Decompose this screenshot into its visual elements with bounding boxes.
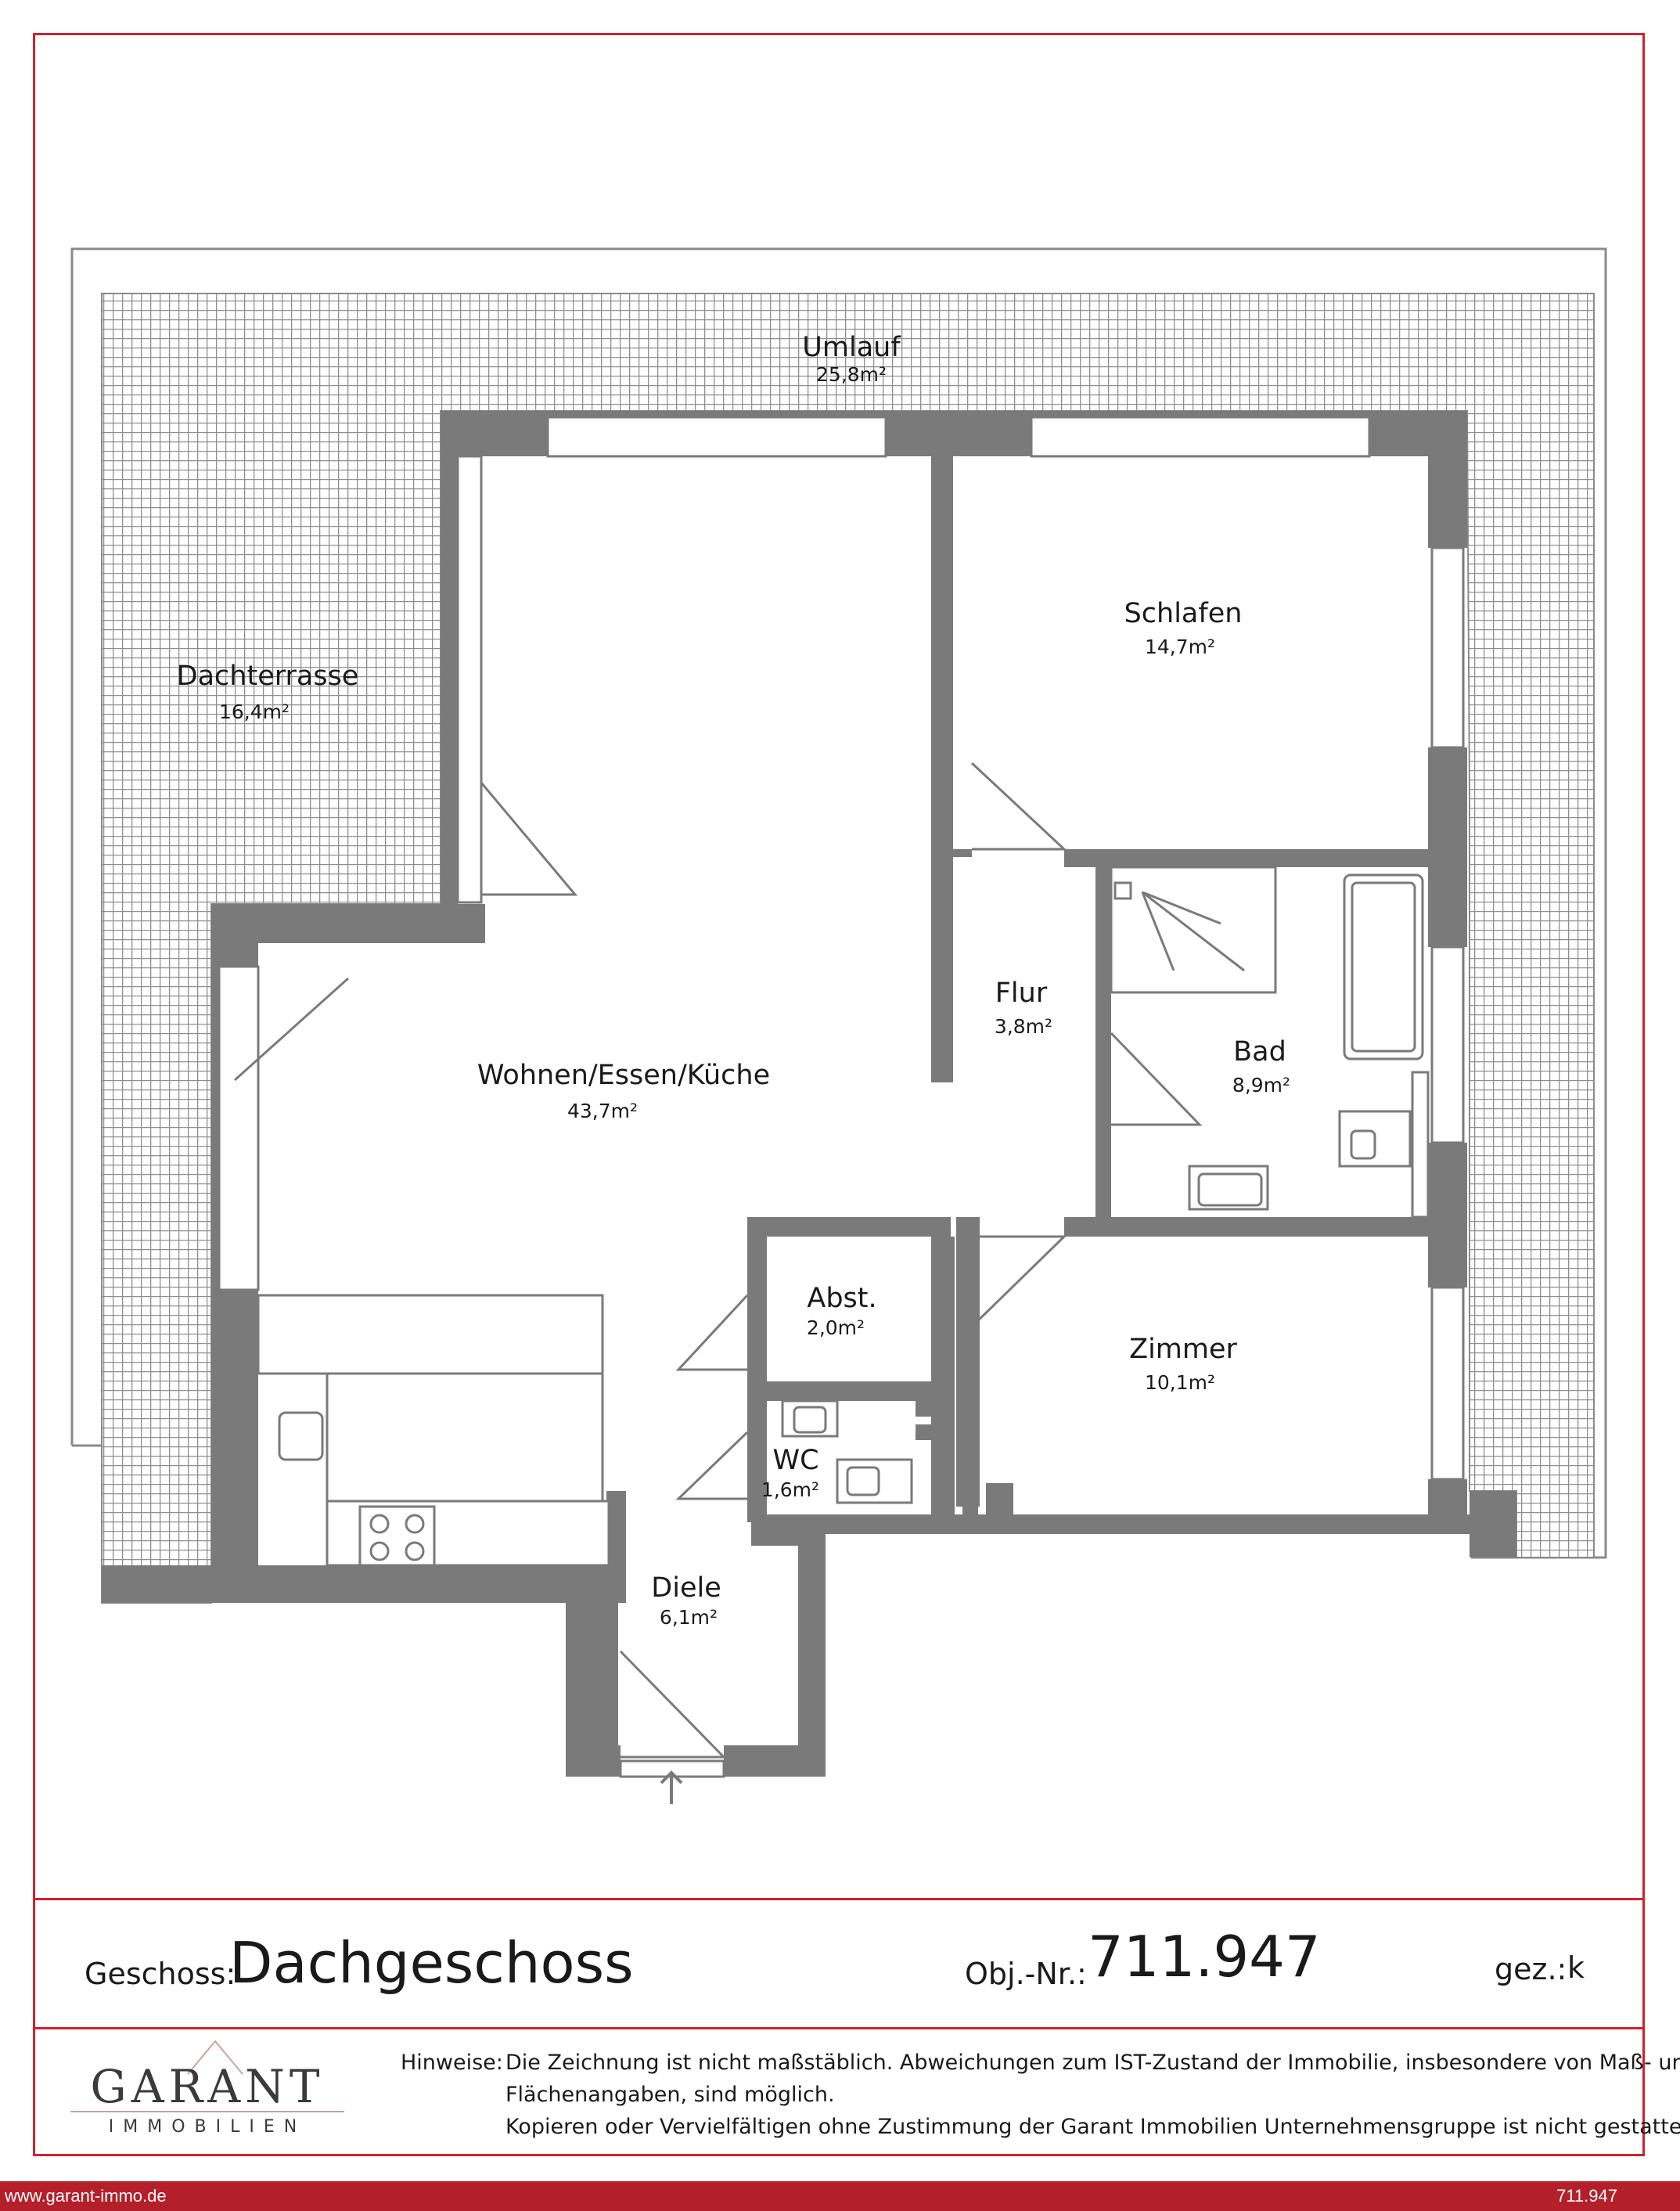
obj-nr-value: 711.947 xyxy=(1088,1924,1321,1990)
disclaimer-line: Die Zeichnung ist nicht maßstäblich. Abw… xyxy=(505,2051,1680,2075)
room-area-umlauf: 25,8m² xyxy=(816,363,887,386)
room-area-dachterrasse: 16,4m² xyxy=(219,700,290,723)
room-name-bad: Bad xyxy=(1233,1036,1286,1068)
footer-bar: www.garant-immo.de 711.947 xyxy=(0,2181,1680,2211)
disclaimer-line: Flächenangaben, sind möglich. xyxy=(505,2083,835,2107)
geschoss-value: Dachgeschoss xyxy=(229,1930,634,1996)
logo-sub: IMMOBILIEN xyxy=(108,2117,307,2137)
room-area-zimmer: 10,1m² xyxy=(1145,1371,1215,1394)
footer-object-number: 711.947 xyxy=(1556,2186,1617,2206)
page-frame xyxy=(33,33,1645,2156)
garant-logo: GARANT IMMOBILIEN xyxy=(70,2035,344,2144)
kitchen xyxy=(257,1294,610,1567)
room-name-zimmer: Zimmer xyxy=(1129,1334,1237,1365)
footer-website-link[interactable]: www.garant-immo.de xyxy=(5,2186,167,2206)
room-name-wohnen: Wohnen/Essen/Küche xyxy=(477,1060,770,1091)
door-swings xyxy=(233,762,1203,1759)
gez-value: k xyxy=(1567,1950,1585,1985)
room-area-wc: 1,6m² xyxy=(761,1478,819,1501)
title-block: Geschoss: Dachgeschoss Obj.-Nr.: 711.947… xyxy=(85,1924,1618,2010)
room-area-abst: 2,0m² xyxy=(807,1316,865,1339)
bath-fixtures xyxy=(781,866,1424,1504)
room-name-umlauf: Umlauf xyxy=(802,332,901,363)
room-area-schlafen: 14,7m² xyxy=(1145,636,1215,658)
geschoss-label: Geschoss: xyxy=(85,1957,236,1991)
gez-label: gez.: xyxy=(1495,1952,1567,1986)
room-area-diele: 6,1m² xyxy=(660,1606,718,1629)
windows xyxy=(218,416,1465,1778)
obj-nr-label: Obj.-Nr.: xyxy=(965,1957,1087,1991)
room-area-flur: 3,8m² xyxy=(995,1015,1052,1038)
room-labels: Umlauf 25,8m² Dachterrasse 16,4m² Schlaf… xyxy=(177,332,1290,1629)
floor-plan: Umlauf 25,8m² Dachterrasse 16,4m² Schlaf… xyxy=(70,247,1607,1804)
room-area-bad: 8,9m² xyxy=(1232,1074,1290,1096)
room-name-wc: WC xyxy=(772,1445,818,1476)
room-name-schlafen: Schlafen xyxy=(1124,598,1243,629)
logo-roof-icon xyxy=(70,2040,344,2112)
disclaimer-line: Kopieren oder Vervielfältigen ohne Zusti… xyxy=(505,2115,1680,2139)
title-separator-bottom xyxy=(33,2027,1645,2029)
disclaimer-label: Hinweise: xyxy=(401,2051,503,2075)
walls xyxy=(102,411,1516,1777)
up-arrow-icon xyxy=(660,1770,683,1804)
room-name-diele: Diele xyxy=(651,1572,721,1604)
room-name-abst: Abst. xyxy=(807,1283,876,1314)
logo-name: GARANT xyxy=(90,2060,325,2113)
title-separator-top xyxy=(33,1898,1645,1900)
room-name-flur: Flur xyxy=(995,978,1048,1009)
room-name-dachterrasse: Dachterrasse xyxy=(177,661,359,692)
room-area-wohnen: 43,7m² xyxy=(567,1100,638,1122)
